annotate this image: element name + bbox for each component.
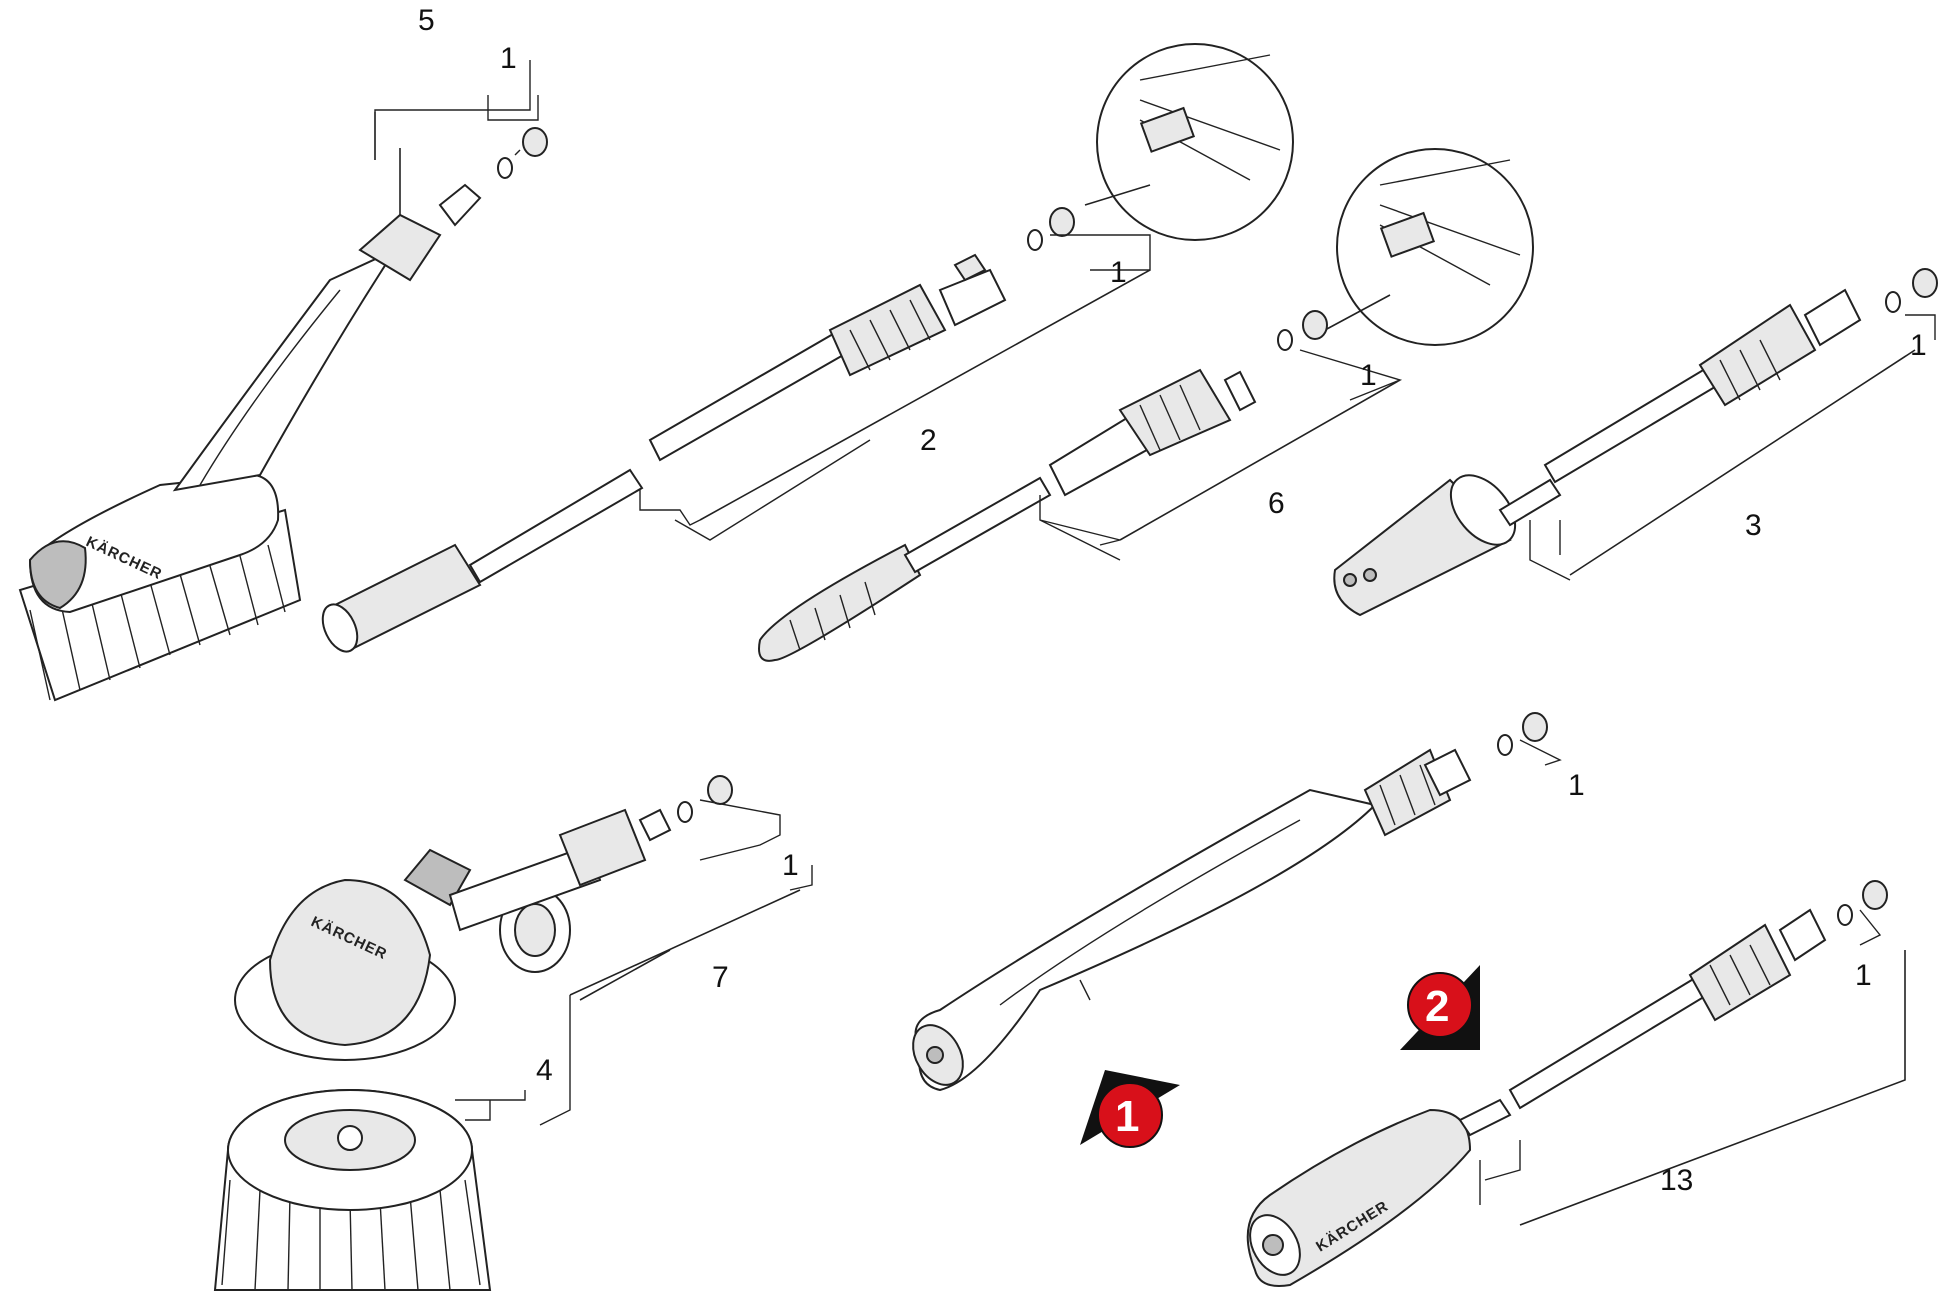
handle-lance-assembly: KÄRCHER 1 13 <box>1246 880 1906 1287</box>
callout-1-a: 1 <box>500 42 517 75</box>
callout-3: 3 <box>1745 509 1762 542</box>
callout-1-c: 1 <box>1360 359 1377 392</box>
brush-handle <box>172 247 398 492</box>
lance-tube-lower <box>468 468 644 584</box>
callout-1-b: 1 <box>1110 256 1127 289</box>
marker-2-circle <box>1407 972 1473 1038</box>
callout-1-e: 1 <box>782 849 799 882</box>
callout-1-f: 1 <box>1568 769 1585 802</box>
nipple-fitting <box>522 127 548 157</box>
wash-brush-assembly: KÄRCHER 5 1 <box>18 4 548 702</box>
callout-6: 6 <box>1268 487 1285 520</box>
marker-2-label: 2 <box>1425 982 1449 1031</box>
callout-2: 2 <box>920 424 937 457</box>
brush-head <box>28 473 280 614</box>
spray-lance-assembly: 1 <box>912 712 1585 1092</box>
dirt-blaster-assembly: 1 3 <box>1333 268 1938 617</box>
power-lance-assembly: 1 6 <box>758 148 1534 662</box>
detail-circle-1 <box>1096 43 1294 241</box>
callout-7: 7 <box>712 961 729 994</box>
callout-4: 4 <box>536 1054 553 1087</box>
brush-grip <box>358 213 442 282</box>
marker-1-circle <box>1097 1082 1163 1148</box>
callout-1-g: 1 <box>1855 959 1872 992</box>
o-ring <box>497 157 513 179</box>
callout-13: 13 <box>1660 1164 1693 1197</box>
marker-2: 2 <box>1400 965 1480 1050</box>
power-lance-grip <box>758 543 922 662</box>
extension-lance-assembly: 1 2 <box>321 43 1294 653</box>
lance-grip-ribbed <box>828 283 947 377</box>
rotating-brush-assembly: KÄRCHER 1 7 4 <box>213 775 813 1291</box>
spray-lance-body <box>914 788 1377 1092</box>
detail-circle-2 <box>1336 148 1534 346</box>
marker-1-label: 1 <box>1115 1092 1139 1141</box>
callout-1-d: 1 <box>1910 329 1927 362</box>
marker-1: 1 <box>1080 1070 1180 1148</box>
lance-tube-upper <box>648 328 854 462</box>
callout-5: 5 <box>418 4 435 37</box>
